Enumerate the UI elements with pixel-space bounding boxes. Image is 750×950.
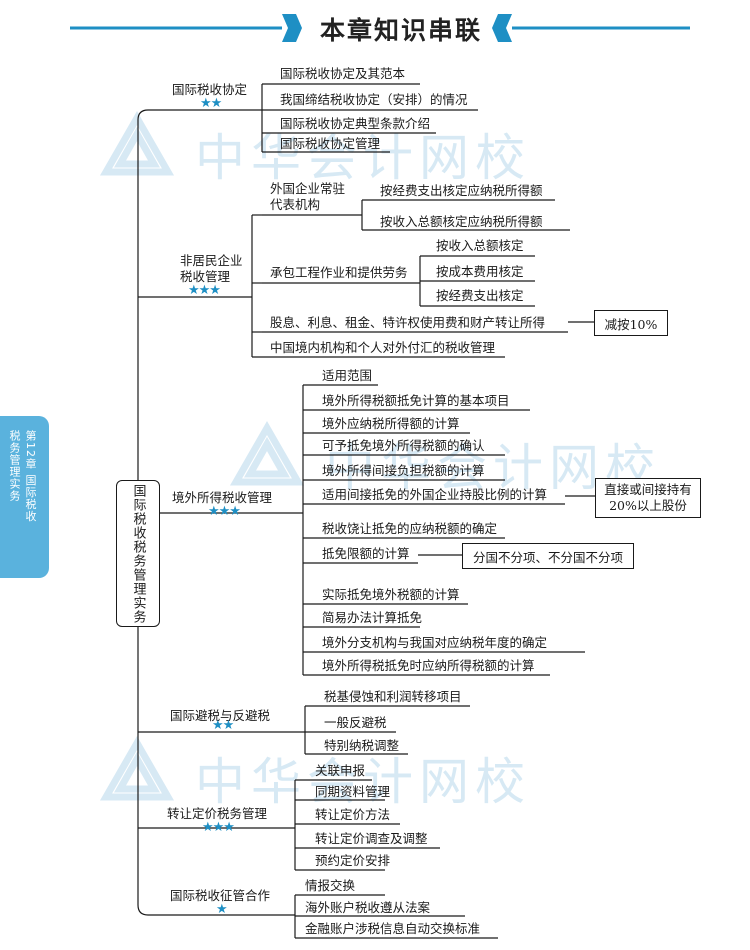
sub-branch-outbound-payments: 中国境内机构和个人对外付汇的税收管理 xyxy=(270,340,496,355)
watermark-logo-icon xyxy=(229,420,305,486)
list-item: 同期资料管理 xyxy=(315,784,391,799)
star-rating: ★★★ xyxy=(202,820,235,835)
list-item: 转让定价方法 xyxy=(315,807,391,822)
list-item: 简易办法计算抵免 xyxy=(322,610,423,625)
sub-branch-rep-office-line2: 代表机构 xyxy=(270,197,321,212)
branch-nonresident-line2: 税收管理 xyxy=(180,269,231,284)
note-line: 直接或间接持有 xyxy=(604,482,692,497)
list-item: 国际税收协定及其范本 xyxy=(280,66,406,81)
branch-tax-treaty: 国际税收协定 xyxy=(172,82,248,97)
list-item: 按成本费用核定 xyxy=(436,264,524,279)
list-item: 适用间接抵免的外国企业持股比例的计算 xyxy=(322,487,548,502)
list-item: 可予抵免境外所得税额的确认 xyxy=(322,438,485,453)
list-item: 境外所得间接负担税额的计算 xyxy=(322,463,485,478)
sub-branch-rep-office-line1: 外国企业常驻 xyxy=(270,181,346,196)
star-rating: ★★ xyxy=(200,96,222,111)
note-box-limit-method: 分国不分项、不分国不分项 xyxy=(462,543,634,569)
branch-nonresident-line1: 非居民企业 xyxy=(180,253,243,268)
list-item: 抵免限额的计算 xyxy=(322,546,410,561)
list-item: 海外账户税收遵从法案 xyxy=(305,900,431,915)
list-item: 境外应纳税所得额的计算 xyxy=(322,416,460,431)
star-rating: ★★★ xyxy=(208,504,241,519)
list-item: 税基侵蚀和利润转移项目 xyxy=(324,689,462,704)
side-tab-book: 税务管理实务 xyxy=(8,430,21,502)
sub-branch-passive-income: 股息、利息、租金、特许权使用费和财产转让所得 xyxy=(270,315,546,330)
watermark-logo-icon xyxy=(99,110,175,176)
list-item: 按收入总额核定 xyxy=(436,238,524,253)
note-box-reduced-rate: 减按10% xyxy=(594,310,668,336)
list-item: 境外所得税抵免时应纳所得税额的计算 xyxy=(322,658,535,673)
branch-foreign-income: 境外所得税收管理 xyxy=(172,490,273,505)
side-tab-chapter: 第12章 国际税收 xyxy=(24,430,37,523)
star-rating: ★★ xyxy=(212,718,234,733)
list-item: 金融账户涉税信息自动交换标准 xyxy=(305,921,481,936)
list-item: 按收入总额核定应纳税所得额 xyxy=(380,214,543,229)
list-item: 境外分支机构与我国对应纳税年度的确定 xyxy=(322,635,548,650)
chapter-side-tab: 第12章 国际税收 税务管理实务 xyxy=(0,416,49,578)
star-rating: ★★★ xyxy=(188,283,221,298)
branch-tax-cooperation: 国际税收征管合作 xyxy=(170,888,271,903)
note-line: 20%以上股份 xyxy=(609,498,687,513)
root-node: 国际税收税务管理实务 xyxy=(116,480,160,627)
branch-transfer-pricing: 转让定价税务管理 xyxy=(167,806,268,821)
watermark-text: 中华会计网校 xyxy=(195,129,531,187)
list-item: 国际税收协定管理 xyxy=(280,136,381,151)
list-item: 境外所得税额抵免计算的基本项目 xyxy=(322,393,510,408)
header-banner xyxy=(70,14,690,42)
list-item: 转让定价调查及调整 xyxy=(315,831,428,846)
list-item: 关联申报 xyxy=(315,763,366,778)
list-item: 我国缔结税收协定（安排）的情况 xyxy=(280,92,468,107)
note-box-holding-ratio: 直接或间接持有 20%以上股份 xyxy=(595,478,701,518)
list-item: 实际抵免境外税额的计算 xyxy=(322,587,460,602)
star-rating: ★ xyxy=(216,902,228,917)
branch-anti-avoidance: 国际避税与反避税 xyxy=(170,708,271,723)
root-label: 国际税收税务管理实务 xyxy=(130,483,146,624)
list-item: 情报交换 xyxy=(305,878,356,893)
list-item: 预约定价安排 xyxy=(315,853,391,868)
list-item: 税收饶让抵免的应纳税额的确定 xyxy=(322,521,498,536)
watermark-logo-icon xyxy=(99,735,175,801)
list-item: 按经费支出核定应纳税所得额 xyxy=(380,183,543,198)
list-item: 特别纳税调整 xyxy=(324,738,400,753)
sub-branch-contract-services: 承包工程作业和提供劳务 xyxy=(270,265,408,280)
list-item: 一般反避税 xyxy=(324,715,387,730)
list-item: 国际税收协定典型条款介绍 xyxy=(280,116,431,131)
watermark-text: 中华会计网校 xyxy=(195,753,531,811)
list-item: 适用范围 xyxy=(322,368,373,383)
list-item: 按经费支出核定 xyxy=(436,288,524,303)
page-title: 本章知识串联 xyxy=(319,16,482,45)
